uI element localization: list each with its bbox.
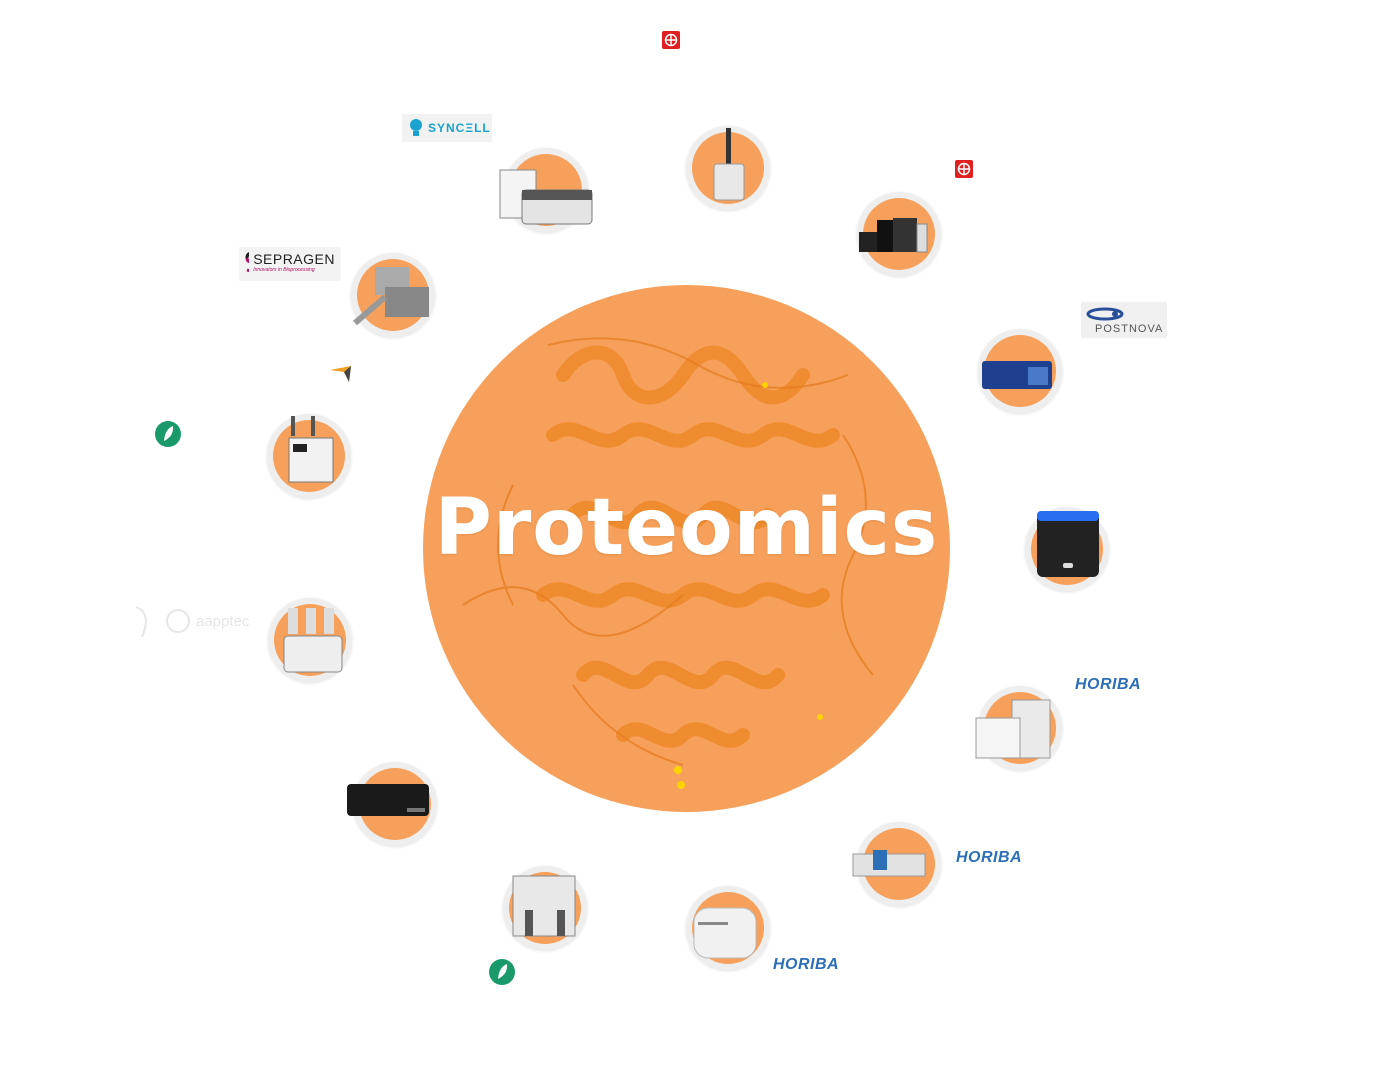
green-leaf-logo-icon (489, 959, 515, 985)
microscope-box-icon (499, 169, 593, 225)
page-title: Proteomics (434, 483, 939, 573)
chromatography-rig-icon (353, 267, 429, 326)
syncell-logo-text: SYNCΞLL (428, 121, 491, 135)
sepragen-logo[interactable]: SEPRAGEN Innovators in Bioprocessing (239, 247, 341, 281)
aapptec-logo[interactable]: aapptec (132, 603, 249, 639)
red-crosshair-logo-right[interactable] (955, 160, 973, 183)
product-node-aapptec-synthesizer[interactable] (268, 598, 352, 682)
product-node-syncell-device[interactable] (499, 148, 593, 232)
analyzer-icon (693, 907, 757, 959)
sepragen-tagline: Innovators in Bioprocessing (253, 266, 315, 273)
fluorometer-icon (852, 850, 926, 877)
horiba-logo-3[interactable]: HORIBA (773, 956, 840, 973)
green-leaf-logo-bottom[interactable] (489, 959, 515, 990)
red-crosshair-logo-top[interactable] (662, 31, 680, 54)
product-node-postnova-fractionator[interactable] (978, 329, 1062, 413)
red-crosshair-logo-icon (955, 160, 973, 178)
product-node-mass-spec[interactable] (857, 192, 941, 276)
arrow-logo[interactable] (330, 364, 352, 389)
column-instrument-icon (713, 128, 745, 201)
product-node-quantstudio[interactable] (1025, 507, 1109, 591)
proteomics-hub: Proteomics (423, 285, 950, 812)
fractionator-icon (982, 361, 1052, 389)
mass-spectrometer-icon (859, 218, 928, 253)
product-node-horiba-fluorometer[interactable] (852, 822, 941, 906)
postnova-logo-text: POSTNOVA (1095, 323, 1164, 335)
product-node-sepragen-system[interactable] (351, 253, 435, 337)
product-node-black-reader[interactable] (347, 762, 437, 846)
bottle-rack-icon (283, 608, 343, 673)
product-node-horiba-analyzer[interactable] (686, 886, 770, 970)
syncell-logo[interactable]: SYNCΞLL (402, 114, 492, 142)
product-node-cell-sorter[interactable] (503, 866, 587, 950)
horiba-logo-2[interactable]: HORIBA (956, 849, 1023, 866)
sepragen-s-icon (245, 252, 250, 273)
lightbulb-icon (410, 119, 422, 136)
sepragen-logo-text: SEPRAGEN (253, 250, 335, 267)
plate-reader-icon (347, 784, 429, 816)
product-node-peptide-synthesizer[interactable] (267, 414, 351, 498)
pcr-instrument-icon (1037, 511, 1099, 577)
navigation-arrow-icon (330, 366, 351, 382)
red-crosshair-logo-icon (662, 31, 680, 49)
green-leaf-logo-left[interactable] (155, 421, 181, 452)
protein-ribbon-graphic (462, 337, 874, 789)
product-node-tall-column[interactable] (686, 126, 770, 210)
green-leaf-logo-icon (155, 421, 181, 447)
synthesizer-icon (288, 416, 334, 483)
postnova-swoosh-icon (1086, 307, 1124, 321)
spectrometer-icon (975, 699, 1051, 759)
cell-sorter-icon (512, 875, 576, 937)
aapptec-mark-icon (135, 606, 190, 638)
aapptec-logo-text: aapptec (196, 612, 250, 630)
horiba-logo-1[interactable]: HORIBA (1075, 676, 1142, 693)
product-node-horiba-spectrometer[interactable] (975, 686, 1062, 770)
postnova-logo[interactable]: POSTNOVA (1081, 302, 1167, 338)
